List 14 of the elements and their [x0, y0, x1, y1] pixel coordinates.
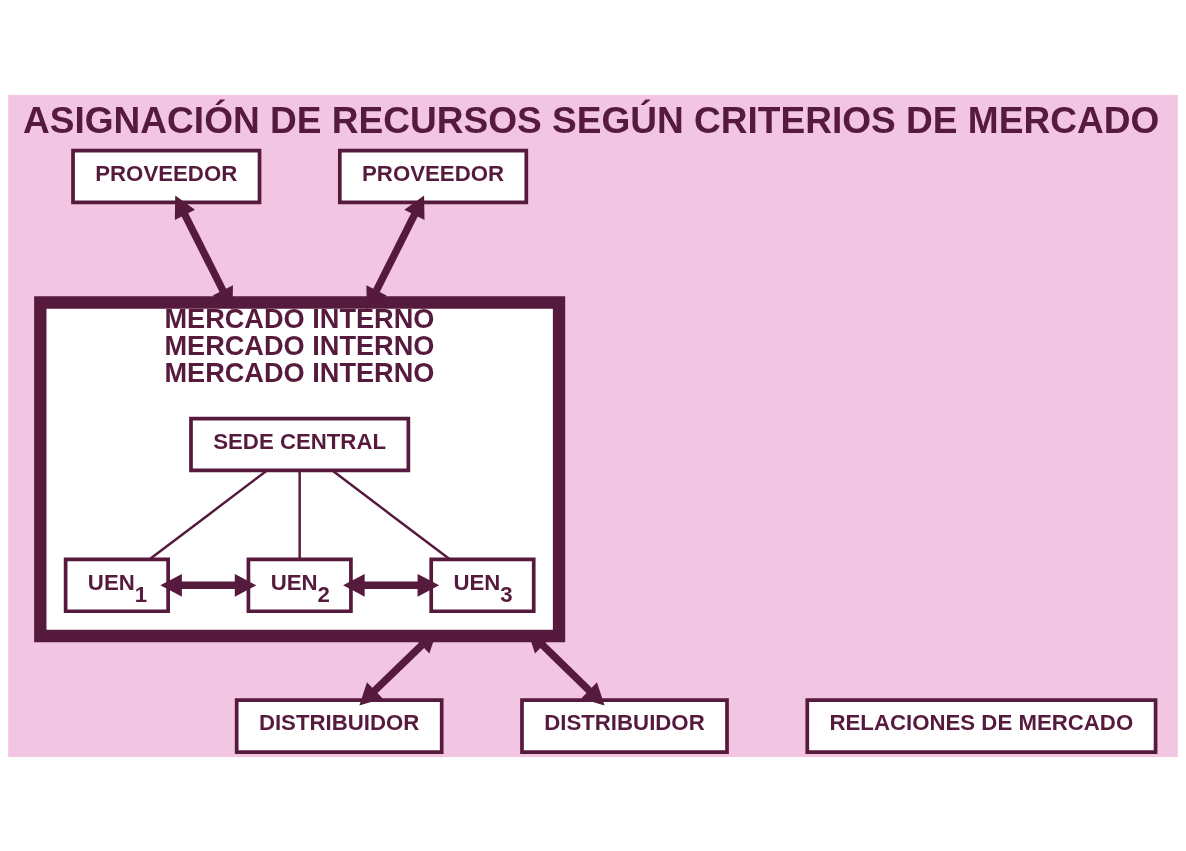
node-box: RELACIONES DE MERCADO	[805, 697, 1158, 754]
node-box: SEDE CENTRAL	[189, 416, 411, 472]
arrow	[174, 195, 233, 310]
connector	[331, 469, 451, 560]
connector	[149, 469, 268, 560]
arrow	[366, 195, 425, 310]
diagram-title: ASIGNACIÓN DE RECURSOS SEGÚN CRITERIOS DE MERCADO	[23, 98, 1160, 141]
arrow	[343, 573, 440, 597]
node-box: DISTRIBUIDOR	[234, 697, 444, 754]
connector	[298, 470, 301, 559]
node-box: PROVEEDOR	[71, 148, 262, 204]
node-box: DISTRIBUIDOR	[520, 697, 729, 754]
node-box: PROVEEDOR	[337, 148, 529, 204]
arrow	[160, 573, 257, 597]
